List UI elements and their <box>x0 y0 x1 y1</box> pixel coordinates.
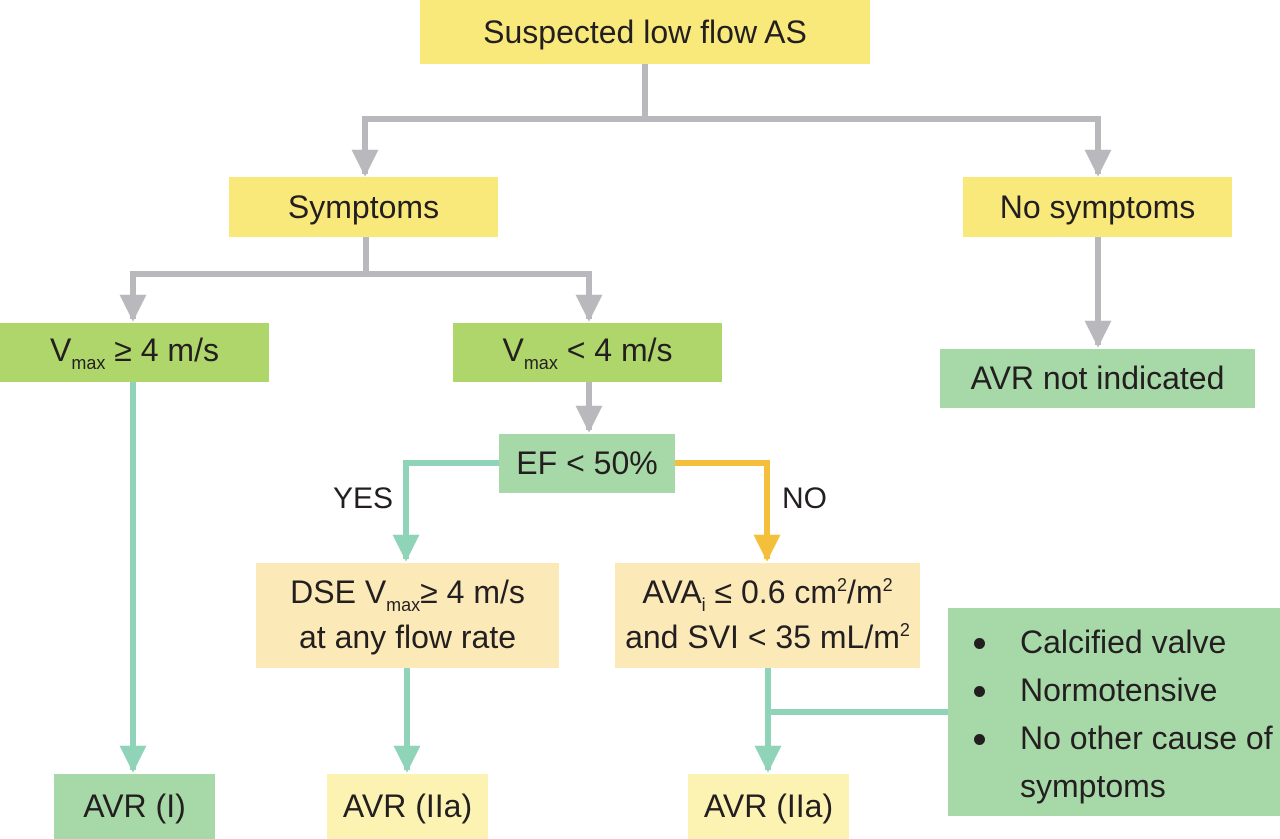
criteria-list: Calcified valve Normotensive No other ca… <box>970 618 1280 810</box>
node-avr-iia-right: AVR (IIa) <box>688 774 849 839</box>
node-text: EF < 50% <box>516 445 658 482</box>
node-text: AVR (IIa) <box>703 788 834 825</box>
node-text: Suspected low flow AS <box>483 13 807 50</box>
node-ava-svi: AVAi ≤ 0.6 cm2/m2 and SVI < 35 mL/m2 <box>615 563 920 668</box>
criteria-item: Calcified valve <box>970 618 1280 666</box>
arrow-yes-to-dse <box>392 460 500 562</box>
label-yes: YES <box>333 482 394 515</box>
node-ef-lt-50: EF < 50% <box>499 434 675 493</box>
node-suspected-low-flow-as: Suspected low flow AS <box>420 0 870 64</box>
node-avr-not-indicated: AVR not indicated <box>940 349 1255 408</box>
node-text: AVR (IIa) <box>342 788 473 825</box>
node-text: AVR not indicated <box>970 360 1225 397</box>
node-text-line2: at any flow rate <box>299 619 516 656</box>
node-text: No symptoms <box>999 188 1196 225</box>
node-avr-iia-left: AVR (IIa) <box>327 774 488 839</box>
bullet-icon <box>974 686 985 697</box>
node-symptoms: Symptoms <box>229 177 498 237</box>
node-no-symptoms: No symptoms <box>963 177 1232 237</box>
node-text: Symptoms <box>287 188 440 225</box>
node-text: AVR (I) <box>83 788 186 825</box>
node-text-line1: AVAi ≤ 0.6 cm2/m2 <box>642 574 893 615</box>
node-dse: DSE Vmax≥ 4 m/s at any flow rate <box>256 563 559 668</box>
node-avr-i: AVR (I) <box>54 774 215 839</box>
node-text: Vmax < 4 m/s <box>502 331 673 373</box>
criteria-box: Calcified valve Normotensive No other ca… <box>948 608 1280 816</box>
node-vmax-lt-4: Vmax < 4 m/s <box>453 323 722 382</box>
node-text-line2: and SVI < 35 mL/m2 <box>625 619 910 656</box>
bullet-icon <box>974 734 985 745</box>
node-text-line1: DSE Vmax≥ 4 m/s <box>290 574 525 615</box>
criteria-item: No other cause of symptoms <box>970 714 1280 810</box>
criteria-item: Normotensive <box>970 666 1280 714</box>
node-text: Vmax ≥ 4 m/s <box>50 331 219 373</box>
bullet-icon <box>974 638 985 649</box>
label-no: NO <box>782 482 827 515</box>
node-vmax-ge-4: Vmax ≥ 4 m/s <box>0 323 269 382</box>
arrow-no-to-ava <box>675 460 781 562</box>
